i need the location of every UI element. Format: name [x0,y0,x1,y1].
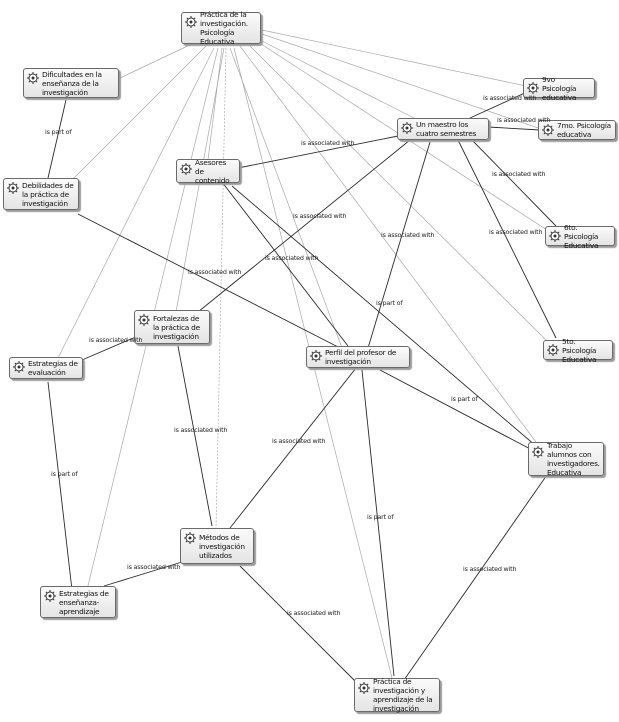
edge-label: is associated with [188,268,242,276]
concept-gear-icon [7,182,19,194]
edge-label: is part of [367,513,394,521]
concept-gear-icon [527,82,539,94]
concept-gear-icon [184,532,196,544]
node-trabajo-alumnos[interactable]: Trabajo alumnos con investigadores. Educ… [528,441,604,477]
edge-label: is associated with [265,254,319,262]
concept-gear-icon [180,163,192,175]
node-label: 7mo. Psicología educativa [557,121,611,139]
node-label: 6to. Psicología Educativa [564,222,599,250]
concept-gear-icon [27,72,39,84]
edge-label: is part of [451,395,478,403]
edge-label: is associated with [127,563,181,571]
node-debilidades[interactable]: Debilidades de la práctica de investigac… [3,178,79,210]
node-perfil-profesor[interactable]: Perfil del profesor de investigación [306,346,410,368]
concept-gear-icon [358,682,370,694]
concept-gear-icon [13,361,25,373]
node-label: Debilidades de la práctica de investigac… [22,180,74,208]
node-label: Estrategias de evaluación [28,359,78,377]
node-label: Estrategias de enseñanza- aprendizaje [59,588,109,616]
concept-gear-icon [401,122,413,134]
node-label: Dificultades en la enseñanza de la inves… [42,69,102,97]
node-label: Trabajo alumnos con investigadores. Educ… [547,441,600,477]
node-6to[interactable]: 6to. Psicología Educativa [545,223,615,250]
node-fortalezas[interactable]: Fortalezas de la práctica de investigaci… [134,310,210,344]
edge-label: is associated with [293,212,347,220]
edge-label: is associated with [301,139,355,147]
edge-label: is associated with [483,94,537,102]
edge-label: is part of [45,128,72,136]
concept-gear-icon [310,350,322,362]
node-7mo[interactable]: 7mo. Psicología educativa [538,120,616,140]
node-asesores[interactable]: Asesores de contenido [176,157,240,185]
node-practica-aprendizaje[interactable]: Práctica de investigación y aprendizaje … [354,677,440,713]
concept-gear-icon [542,124,554,136]
edge-label: is associated with [463,565,517,573]
node-maestro[interactable]: Un maestro los cuatro semestres [397,118,489,140]
node-label: Práctica de investigación y aprendizaje … [373,677,433,713]
concept-gear-icon [44,590,56,602]
node-practica-investigacion[interactable]: Práctica de la investigación. Psicología… [181,10,261,46]
concept-gear-icon [549,230,561,242]
node-label: Fortalezas de la práctica de investigaci… [153,313,200,341]
node-5to[interactable]: 5to. Psicología Educativa [543,337,613,364]
node-label: Métodos de investigación utilizados [199,532,245,560]
node-label: Perfil del profesor de investigación [325,348,397,366]
node-metodos[interactable]: Métodos de investigación utilizados [180,528,254,564]
relation-links [47,91,557,683]
node-label: 9vo Psicología educativa [542,74,577,102]
edge-label: is associated with [489,228,543,236]
edge-label: is part of [51,470,78,478]
node-label: 5to. Psicología Educativa [562,336,597,364]
node-estrategias-evaluacion[interactable]: Estrategias de evaluación [9,357,83,379]
concept-gear-icon [532,446,544,458]
node-label: Práctica de la investigación. Psicología… [200,10,248,46]
node-9vo[interactable]: 9vo Psicología educativa [523,75,595,102]
edge-label: is associated with [287,609,341,617]
node-dificultades[interactable]: Dificultades en la enseñanza de la inves… [23,68,119,98]
edge-label: is associated with [492,170,546,178]
concept-gear-icon [185,16,197,28]
edge-label: is associated with [272,437,326,445]
edge-label: is associated with [89,336,143,344]
edge-label: is part of [376,299,403,307]
edge-label: is associated with [174,426,228,434]
concept-gear-icon [138,314,150,326]
edge-label: is associated with [381,231,435,239]
node-estrategias-ensenanza[interactable]: Estrategias de enseñanza- aprendizaje [40,586,116,618]
node-label: Asesores de contenido [195,157,230,185]
edge-label: is associated with [497,116,551,124]
concept-gear-icon [547,344,559,356]
node-label: Un maestro los cuatro semestres [416,120,477,138]
